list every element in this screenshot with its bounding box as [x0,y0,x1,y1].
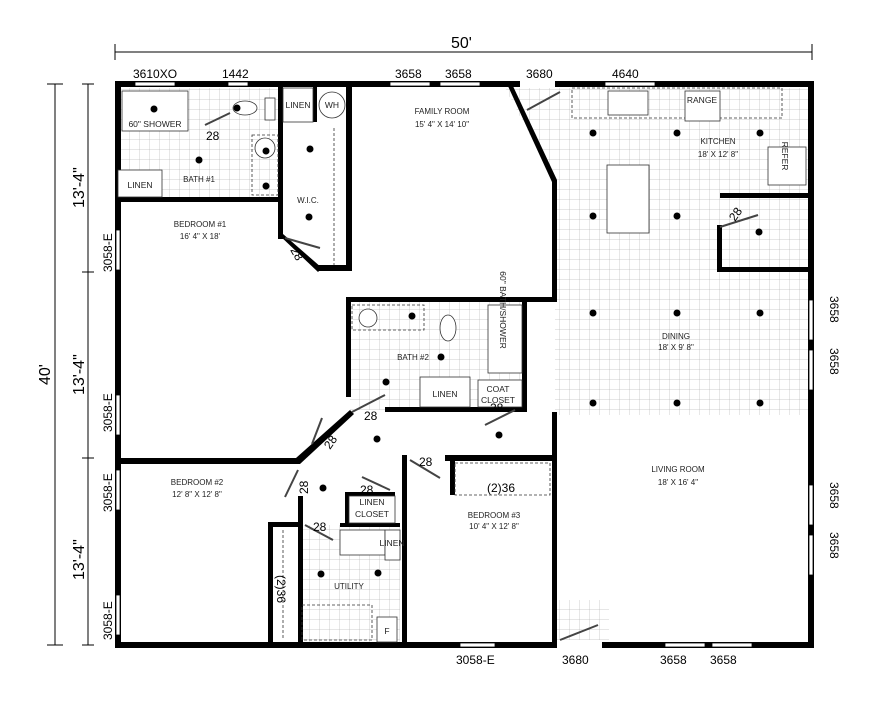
room-bedroom3: BEDROOM #3 10' 4" X 12' 8" [468,511,521,531]
range-label: RANGE [687,95,718,105]
room-bath2: BATH #2 [397,353,429,362]
window-label: 3658 [827,532,841,559]
room-wic: W.I.C. [297,196,319,205]
window-label: 3058-E [456,653,495,667]
tile-floors [118,88,808,645]
room-bath1: BATH #1 [183,175,215,184]
svg-text:13'-4": 13'-4" [71,354,88,395]
svg-text:(2)36: (2)36 [487,481,515,495]
svg-text:13'-4": 13'-4" [71,539,88,580]
window-label: 3058-E [101,601,115,640]
svg-text:28: 28 [364,409,378,423]
window-label: 4640 [612,67,639,81]
door-label: 3680 [562,653,589,667]
window-label: 3058-E [101,473,115,512]
svg-text:13'-4": 13'-4" [71,167,88,208]
window-label: 3058-E [101,393,115,432]
svg-text:KITCHEN: KITCHEN [700,137,735,146]
room-dining: DINING 18' X 9' 8" [658,332,694,352]
svg-text:50': 50' [451,35,472,52]
svg-text:LIVING ROOM: LIVING ROOM [651,465,705,474]
room-bedroom1: BEDROOM #1 16' 4" X 18' [174,220,227,241]
window-label: 3058-E [101,233,115,272]
svg-text:FAMILY ROOM: FAMILY ROOM [415,107,470,116]
door-labels: 28 28 28 28 28 28 28 28 28 28 (2)36 (2)3… [206,129,745,603]
svg-text:12' 8" X 12' 8": 12' 8" X 12' 8" [172,490,222,499]
window-label: 3658 [827,348,841,375]
svg-text:BEDROOM #2: BEDROOM #2 [171,478,224,487]
svg-text:28: 28 [206,129,220,143]
linen-label: LINEN [127,180,152,190]
svg-text:BEDROOM #1: BEDROOM #1 [174,220,227,229]
door-swings [204,91,759,641]
dimension-width: 50' [114,35,813,60]
fixtures: 60" SHOWER LINEN LINEN WH RANGE REFER 60… [117,87,807,643]
windows [115,80,814,650]
svg-text:18' X 12' 8": 18' X 12' 8" [698,150,738,159]
svg-text:18' X 9' 8": 18' X 9' 8" [658,343,694,352]
svg-text:10' 4" X 12' 8": 10' 4" X 12' 8" [469,522,519,531]
water-heater-label: WH [325,100,339,110]
furnace-label: F [384,626,389,636]
window-label: 3658 [445,67,472,81]
svg-text:28: 28 [297,480,311,494]
svg-text:18' X 16' 4": 18' X 16' 4" [658,478,698,487]
window-label: 3658 [395,67,422,81]
svg-text:28: 28 [360,483,374,497]
linen-label: LINEN [379,538,404,548]
svg-text:28: 28 [419,455,433,469]
window-label: 1442 [222,67,249,81]
shower-label: 60" SHOWER [128,119,181,129]
linen-label: LINEN [359,497,384,507]
dimension-depth: 40' 13'-4" 13'-4" 13'-4" [37,83,94,646]
svg-text:(2)36: (2)36 [274,575,288,603]
ceiling-lights [150,104,764,578]
svg-text:28: 28 [287,245,306,264]
coat-label: COAT [487,384,510,394]
refer-label: REFER [780,142,790,171]
svg-text:28: 28 [490,401,504,415]
window-label: 3658 [827,482,841,509]
svg-text:DINING: DINING [662,332,690,341]
room-utility: UTILITY [334,582,364,591]
svg-text:BEDROOM #3: BEDROOM #3 [468,511,521,520]
window-label: 3658 [660,653,687,667]
svg-text:15' 4" X 14' 10": 15' 4" X 14' 10" [415,120,469,129]
room-bedroom2: BEDROOM #2 12' 8" X 12' 8" [171,478,224,499]
room-kitchen: KITCHEN 18' X 12' 8" [698,137,738,159]
linen-label: LINEN [285,100,310,110]
window-label: 3658 [710,653,737,667]
room-family: FAMILY ROOM 15' 4" X 14' 10" [415,107,470,129]
window-label: 3658 [827,296,841,323]
svg-text:16' 4" X 18': 16' 4" X 18' [180,232,221,241]
tub-label: 60" BATH/SHOWER [498,271,508,348]
closet-label: CLOSET [481,395,515,405]
svg-text:40': 40' [37,364,54,385]
svg-text:28: 28 [313,520,327,534]
room-living: LIVING ROOM 18' X 16' 4" [651,465,705,487]
window-label: 3610XO [133,67,177,81]
closet-label: CLOSET [355,509,389,519]
linen-label: LINEN [432,389,457,399]
door-label: 3680 [526,67,553,81]
